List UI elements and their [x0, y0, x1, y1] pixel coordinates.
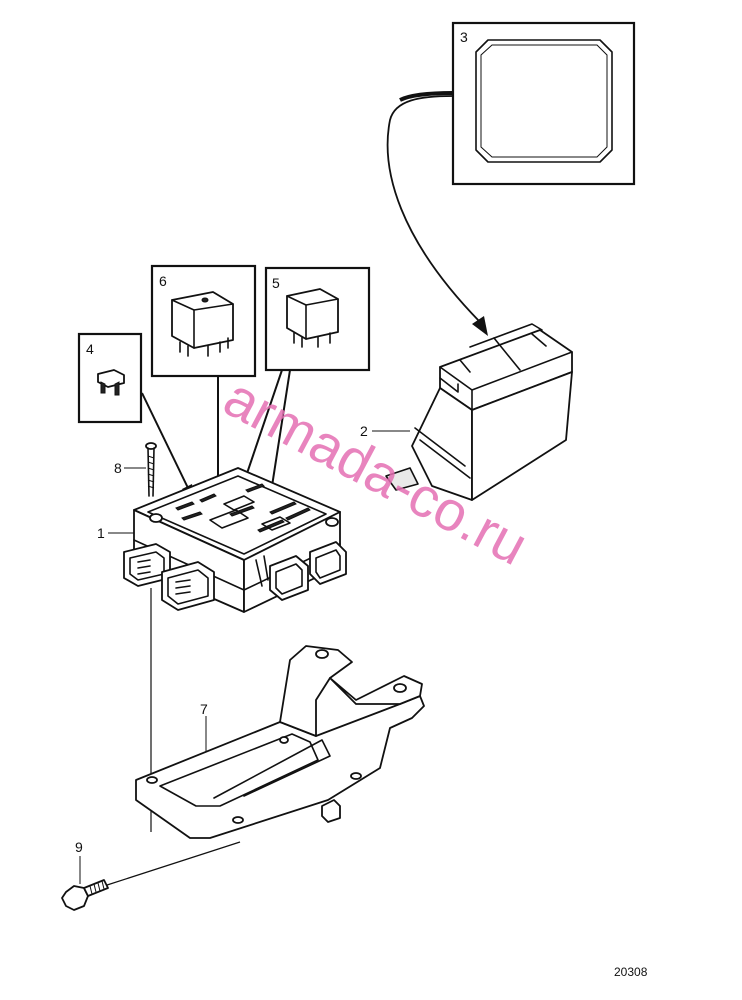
callout-6: 6: [159, 273, 167, 289]
callout-7: 7: [200, 701, 208, 717]
callout-1: 1: [97, 525, 105, 541]
leader-arrow-3-to-2: [386, 91, 488, 336]
alignment-line-bolt: [103, 841, 241, 887]
callout-2: 2: [360, 423, 368, 439]
top-slots: [175, 483, 311, 533]
callout-9: 9: [75, 839, 83, 855]
callout-5: 5: [272, 275, 280, 291]
inset-box-3: 3: [451, 21, 636, 186]
part-9-bolt: 9: [61, 839, 109, 911]
figure-id: 20308: [614, 965, 648, 979]
inset-box-5: 5: [264, 266, 371, 372]
inset-box-4: 4: [77, 332, 143, 424]
callout-3: 3: [460, 29, 468, 45]
part-8-screw: 8: [114, 442, 157, 497]
callout-8: 8: [114, 460, 122, 476]
inset-box-6: 6: [150, 264, 257, 378]
callout-4: 4: [86, 341, 94, 357]
part-2-control-unit: 2: [360, 323, 573, 501]
part-7-bracket: 7: [135, 645, 425, 839]
part-1-relay-box: 1: [97, 467, 347, 613]
